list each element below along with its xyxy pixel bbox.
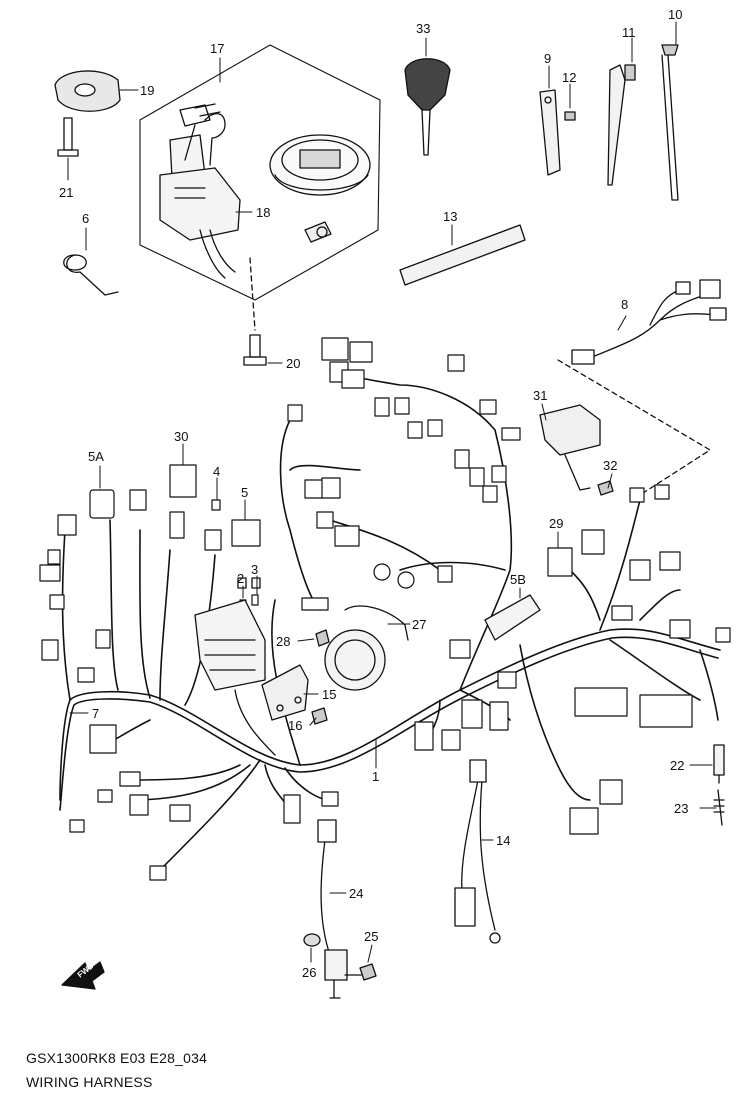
callout-27: 27	[412, 617, 427, 632]
part-21-bolt	[57, 117, 79, 157]
callout-13: 13	[443, 209, 458, 224]
lock-cylinder	[304, 221, 332, 243]
diagram-title: WIRING HARNESS	[26, 1074, 153, 1090]
part-13-tape	[399, 224, 526, 286]
diagram-code: GSX1300RK8 E03 E28_034	[26, 1050, 208, 1066]
fuse-and-relay-parts	[237, 577, 261, 589]
part-19-cover	[54, 70, 121, 112]
part-24-sensor	[317, 819, 348, 999]
callout-10: 10	[668, 7, 683, 22]
part-5b-clamp	[484, 594, 541, 641]
ignition-keys	[184, 113, 226, 166]
callout-16: 16	[288, 718, 303, 733]
callout-19: 19	[140, 83, 155, 98]
part-11-clamp	[607, 64, 636, 186]
callout-5b: 5B	[510, 572, 526, 587]
callout-12: 12	[562, 70, 577, 85]
callout-26: 26	[302, 965, 317, 980]
part-10-cable-tie	[661, 44, 679, 201]
callout-4: 4	[213, 464, 221, 479]
callout-20: 20	[286, 356, 301, 371]
part-8-sub-harness	[571, 279, 727, 365]
callout-33: 33	[416, 21, 431, 36]
part-20-bolt	[243, 334, 267, 366]
callout-5a: 5A	[88, 449, 104, 464]
part-26-washer	[303, 933, 321, 947]
callout-31: 31	[533, 388, 548, 403]
part-15-bracket	[261, 664, 309, 721]
part-25-bolt	[344, 963, 377, 981]
callout-15: 15	[322, 687, 337, 702]
callout-1: 1	[372, 769, 380, 784]
callout-23: 23	[674, 801, 689, 816]
callout-24: 24	[349, 886, 364, 901]
part-22-sensor	[713, 744, 725, 784]
callout-21: 21	[59, 185, 74, 200]
ignition-switch	[159, 103, 241, 279]
callout-6: 6	[82, 211, 90, 226]
callout-17: 17	[210, 41, 225, 56]
callout-32: 32	[603, 458, 618, 473]
callout-8: 8	[621, 297, 629, 312]
fuel-cap	[269, 134, 371, 196]
fwd-arrow	[61, 961, 105, 990]
callout-5: 5	[241, 485, 249, 500]
ignition-kit-box	[139, 44, 381, 301]
callout-9: 9	[544, 51, 552, 66]
part-31-bracket	[539, 359, 711, 496]
part-12-screw	[564, 111, 576, 121]
callout-18: 18	[256, 205, 271, 220]
part-16-screw	[311, 707, 328, 725]
callout-11: 11	[622, 25, 636, 40]
connectors	[39, 337, 731, 881]
part-14-sub-harness	[454, 759, 501, 944]
leader-lines	[67, 21, 717, 963]
callout-7: 7	[92, 706, 100, 721]
callout-29: 29	[549, 516, 564, 531]
callout-14: 14	[496, 833, 511, 848]
callout-2: 2	[237, 571, 245, 586]
callout-28: 28	[276, 634, 291, 649]
part-33-key	[404, 58, 451, 156]
callout-30: 30	[174, 429, 189, 444]
callout-22: 22	[670, 758, 685, 773]
part-23-pin	[713, 789, 725, 826]
callout-3: 3	[251, 562, 259, 577]
part-27-horn	[324, 605, 409, 691]
part-32-screw	[597, 480, 614, 496]
fuse-box	[194, 599, 276, 756]
part-6-spring	[63, 254, 119, 296]
part-9-bracket	[539, 89, 561, 176]
part-28-screw	[315, 629, 330, 647]
callout-25: 25	[364, 929, 379, 944]
